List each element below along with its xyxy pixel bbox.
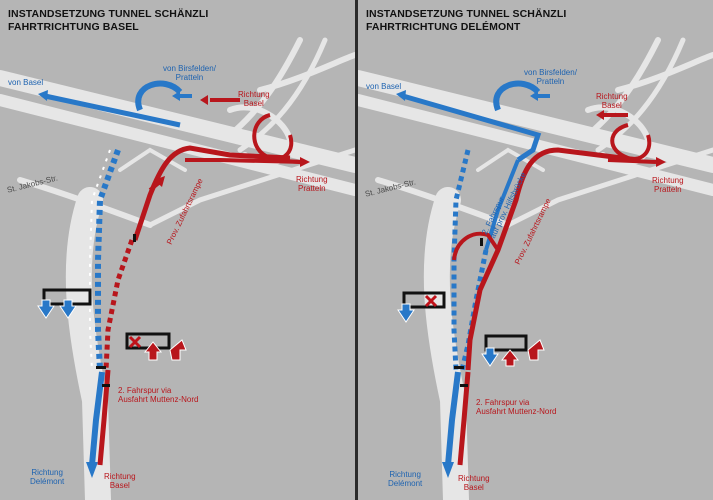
title-line-2: FAHRTRICHTUNG DELÉMONT xyxy=(366,21,521,33)
lane-sign-icon xyxy=(481,334,545,367)
closed-lane-sign-icon xyxy=(125,332,187,361)
label-von-birsfelden: von Birsfelden/ Pratteln xyxy=(524,68,577,86)
label-richtung-pratteln: Richtung Pratteln xyxy=(652,176,684,194)
title-line-1: INSTANDSETZUNG TUNNEL SCHÄNZLI xyxy=(8,8,209,20)
road-network xyxy=(0,37,355,500)
label-von-basel: von Basel xyxy=(366,82,402,91)
label-richtung-delemont: Richtung Delémont xyxy=(30,468,65,486)
panel-title: INSTANDSETZUNG TUNNEL SCHÄNZLI FAHRTRICH… xyxy=(366,8,566,34)
label-von-birsfelden: von Birsfelden/ Pratteln xyxy=(163,64,216,82)
lane-sign-icon xyxy=(37,288,92,319)
route-blue xyxy=(38,80,192,478)
title-line-1: INSTANDSETZUNG TUNNEL SCHÄNZLI xyxy=(366,8,567,20)
closed-lane-sign-icon xyxy=(397,291,446,323)
label-richtung-pratteln: Richtung Pratteln xyxy=(296,175,328,193)
marker-ticks xyxy=(96,234,136,387)
road-network xyxy=(358,37,713,500)
label-richtung-basel-bottom: Richtung Basel xyxy=(458,474,490,492)
label-fahrspur-note: 2. Fahrspur via Ausfahrt Muttenz-Nord xyxy=(476,398,557,416)
panel-direction-basel: INSTANDSETZUNG TUNNEL SCHÄNZLI FAHRTRICH… xyxy=(0,0,355,500)
panel-title: INSTANDSETZUNG TUNNEL SCHÄNZLI FAHRTRICH… xyxy=(8,8,208,34)
map-right xyxy=(358,37,713,500)
marker-ticks xyxy=(454,238,483,387)
title-line-2: FAHRTRICHTUNG BASEL xyxy=(8,21,139,33)
label-von-basel: von Basel xyxy=(8,78,44,87)
label-richtung-delemont: Richtung Delémont xyxy=(388,470,423,488)
label-richtung-basel-bottom: Richtung Basel xyxy=(104,472,136,490)
label-richtung-basel-top: Richtung Basel xyxy=(596,92,628,110)
panel-direction-delemont: INSTANDSETZUNG TUNNEL SCHÄNZLI FAHRTRICH… xyxy=(358,0,713,500)
panel-divider xyxy=(355,0,358,500)
label-fahrspur-note: 2. Fahrspur via Ausfahrt Muttenz-Nord xyxy=(118,386,199,404)
label-richtung-basel-top: Richtung Basel xyxy=(238,90,270,108)
route-red xyxy=(452,110,666,466)
map-left xyxy=(0,37,355,500)
